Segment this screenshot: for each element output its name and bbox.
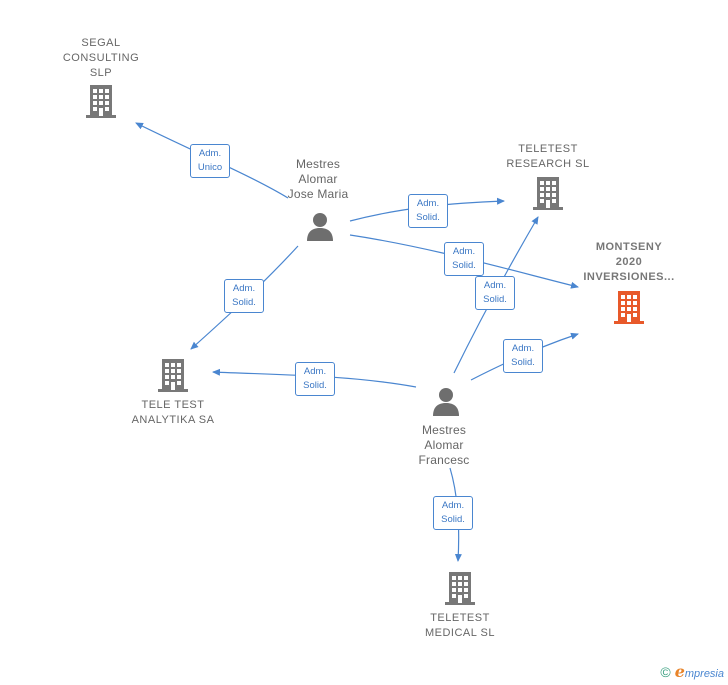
edge-label-jose_maria-to-montseny[interactable]: Adm. Solid. xyxy=(444,242,484,276)
edge-label-line: Adm. xyxy=(452,246,476,257)
node-label-line: SLP xyxy=(89,67,113,79)
edge-label-line: Adm. xyxy=(511,343,535,354)
node-label-line: ANALYTIKA SA xyxy=(131,414,215,426)
edge-label-line: Solid. xyxy=(303,380,327,391)
edge-label-line: Adm. xyxy=(483,280,507,291)
edge-label-line: Solid. xyxy=(416,212,440,223)
node-label-line: TELETEST xyxy=(430,612,490,624)
edge-label-jose_maria-to-teletest_research[interactable]: Adm. Solid. xyxy=(408,194,448,228)
node-label-line: Francesc xyxy=(418,453,470,467)
node-label-line: SEGAL xyxy=(81,37,121,49)
edge-label-francesc-to-teletest_medical[interactable]: Adm. Solid. xyxy=(433,496,473,530)
brand-logo-initial: e xyxy=(674,662,685,681)
node-label-line: INVERSIONES... xyxy=(583,271,675,283)
node-label-segal[interactable]: SEGAL CONSULTING SLP xyxy=(41,36,161,81)
node-label-line: TELETEST xyxy=(518,143,578,155)
node-label-tele_test_analytika[interactable]: TELE TEST ANALYTIKA SA xyxy=(113,398,233,428)
edge-label-line: Solid. xyxy=(452,260,476,271)
node-label-line: Alomar xyxy=(424,438,464,452)
edge-label-jose_maria-to-tele_test_analytika[interactable]: Adm. Solid. xyxy=(224,279,264,313)
person-icon-francesc[interactable] xyxy=(433,388,459,416)
node-label-line: Jose Maria xyxy=(287,187,349,201)
footer-brand[interactable]: ©empresia xyxy=(660,662,724,681)
node-label-line: CONSULTING xyxy=(62,52,140,64)
edge-label-jose_maria-to-segal[interactable]: Adm. Unico xyxy=(190,144,230,178)
brand-name: mpresia xyxy=(684,668,724,680)
building-icon-segal[interactable] xyxy=(86,85,116,118)
edge-label-line: Solid. xyxy=(232,297,256,308)
edge-label-francesc-to-tele_test_analytika[interactable]: Adm. Solid. xyxy=(295,362,335,396)
focus-building-icon-montseny[interactable] xyxy=(614,291,644,324)
node-label-line: Mestres xyxy=(295,157,341,171)
building-icon-teletest_research[interactable] xyxy=(533,177,563,210)
node-label-line: MEDICAL SL xyxy=(424,627,495,639)
person-icon-jose_maria[interactable] xyxy=(307,213,333,241)
edge-label-line: Solid. xyxy=(441,514,465,525)
edge-label-line: Unico xyxy=(197,162,223,173)
edge-label-line: Solid. xyxy=(511,357,535,368)
edge-label-line: Adm. xyxy=(303,366,327,377)
node-label-line: Alomar xyxy=(298,172,338,186)
edge-label-line: Adm. xyxy=(198,148,222,159)
edge-label-line: Adm. xyxy=(232,283,256,294)
node-label-line: 2020 xyxy=(615,256,643,268)
node-label-teletest_medical[interactable]: TELETEST MEDICAL SL xyxy=(400,611,520,641)
edge-label-line: Adm. xyxy=(441,500,465,511)
node-label-teletest_research[interactable]: TELETEST RESEARCH SL xyxy=(488,142,608,172)
node-label-line: MONTSENY xyxy=(595,241,663,253)
node-label-line: Mestres xyxy=(421,423,467,437)
edge-label-francesc-to-montseny[interactable]: Adm. Solid. xyxy=(503,339,543,373)
edge-label-francesc-to-teletest_research[interactable]: Adm. Solid. xyxy=(475,276,515,310)
copyright-icon: © xyxy=(660,664,671,680)
edge-label-line: Solid. xyxy=(483,294,507,305)
edge-label-line: Adm. xyxy=(416,198,440,209)
node-label-line: TELE TEST xyxy=(141,399,205,411)
building-icon-teletest_medical[interactable] xyxy=(445,572,475,605)
building-icon-tele_test_analytika[interactable] xyxy=(158,359,188,392)
node-label-line: RESEARCH SL xyxy=(506,158,590,170)
